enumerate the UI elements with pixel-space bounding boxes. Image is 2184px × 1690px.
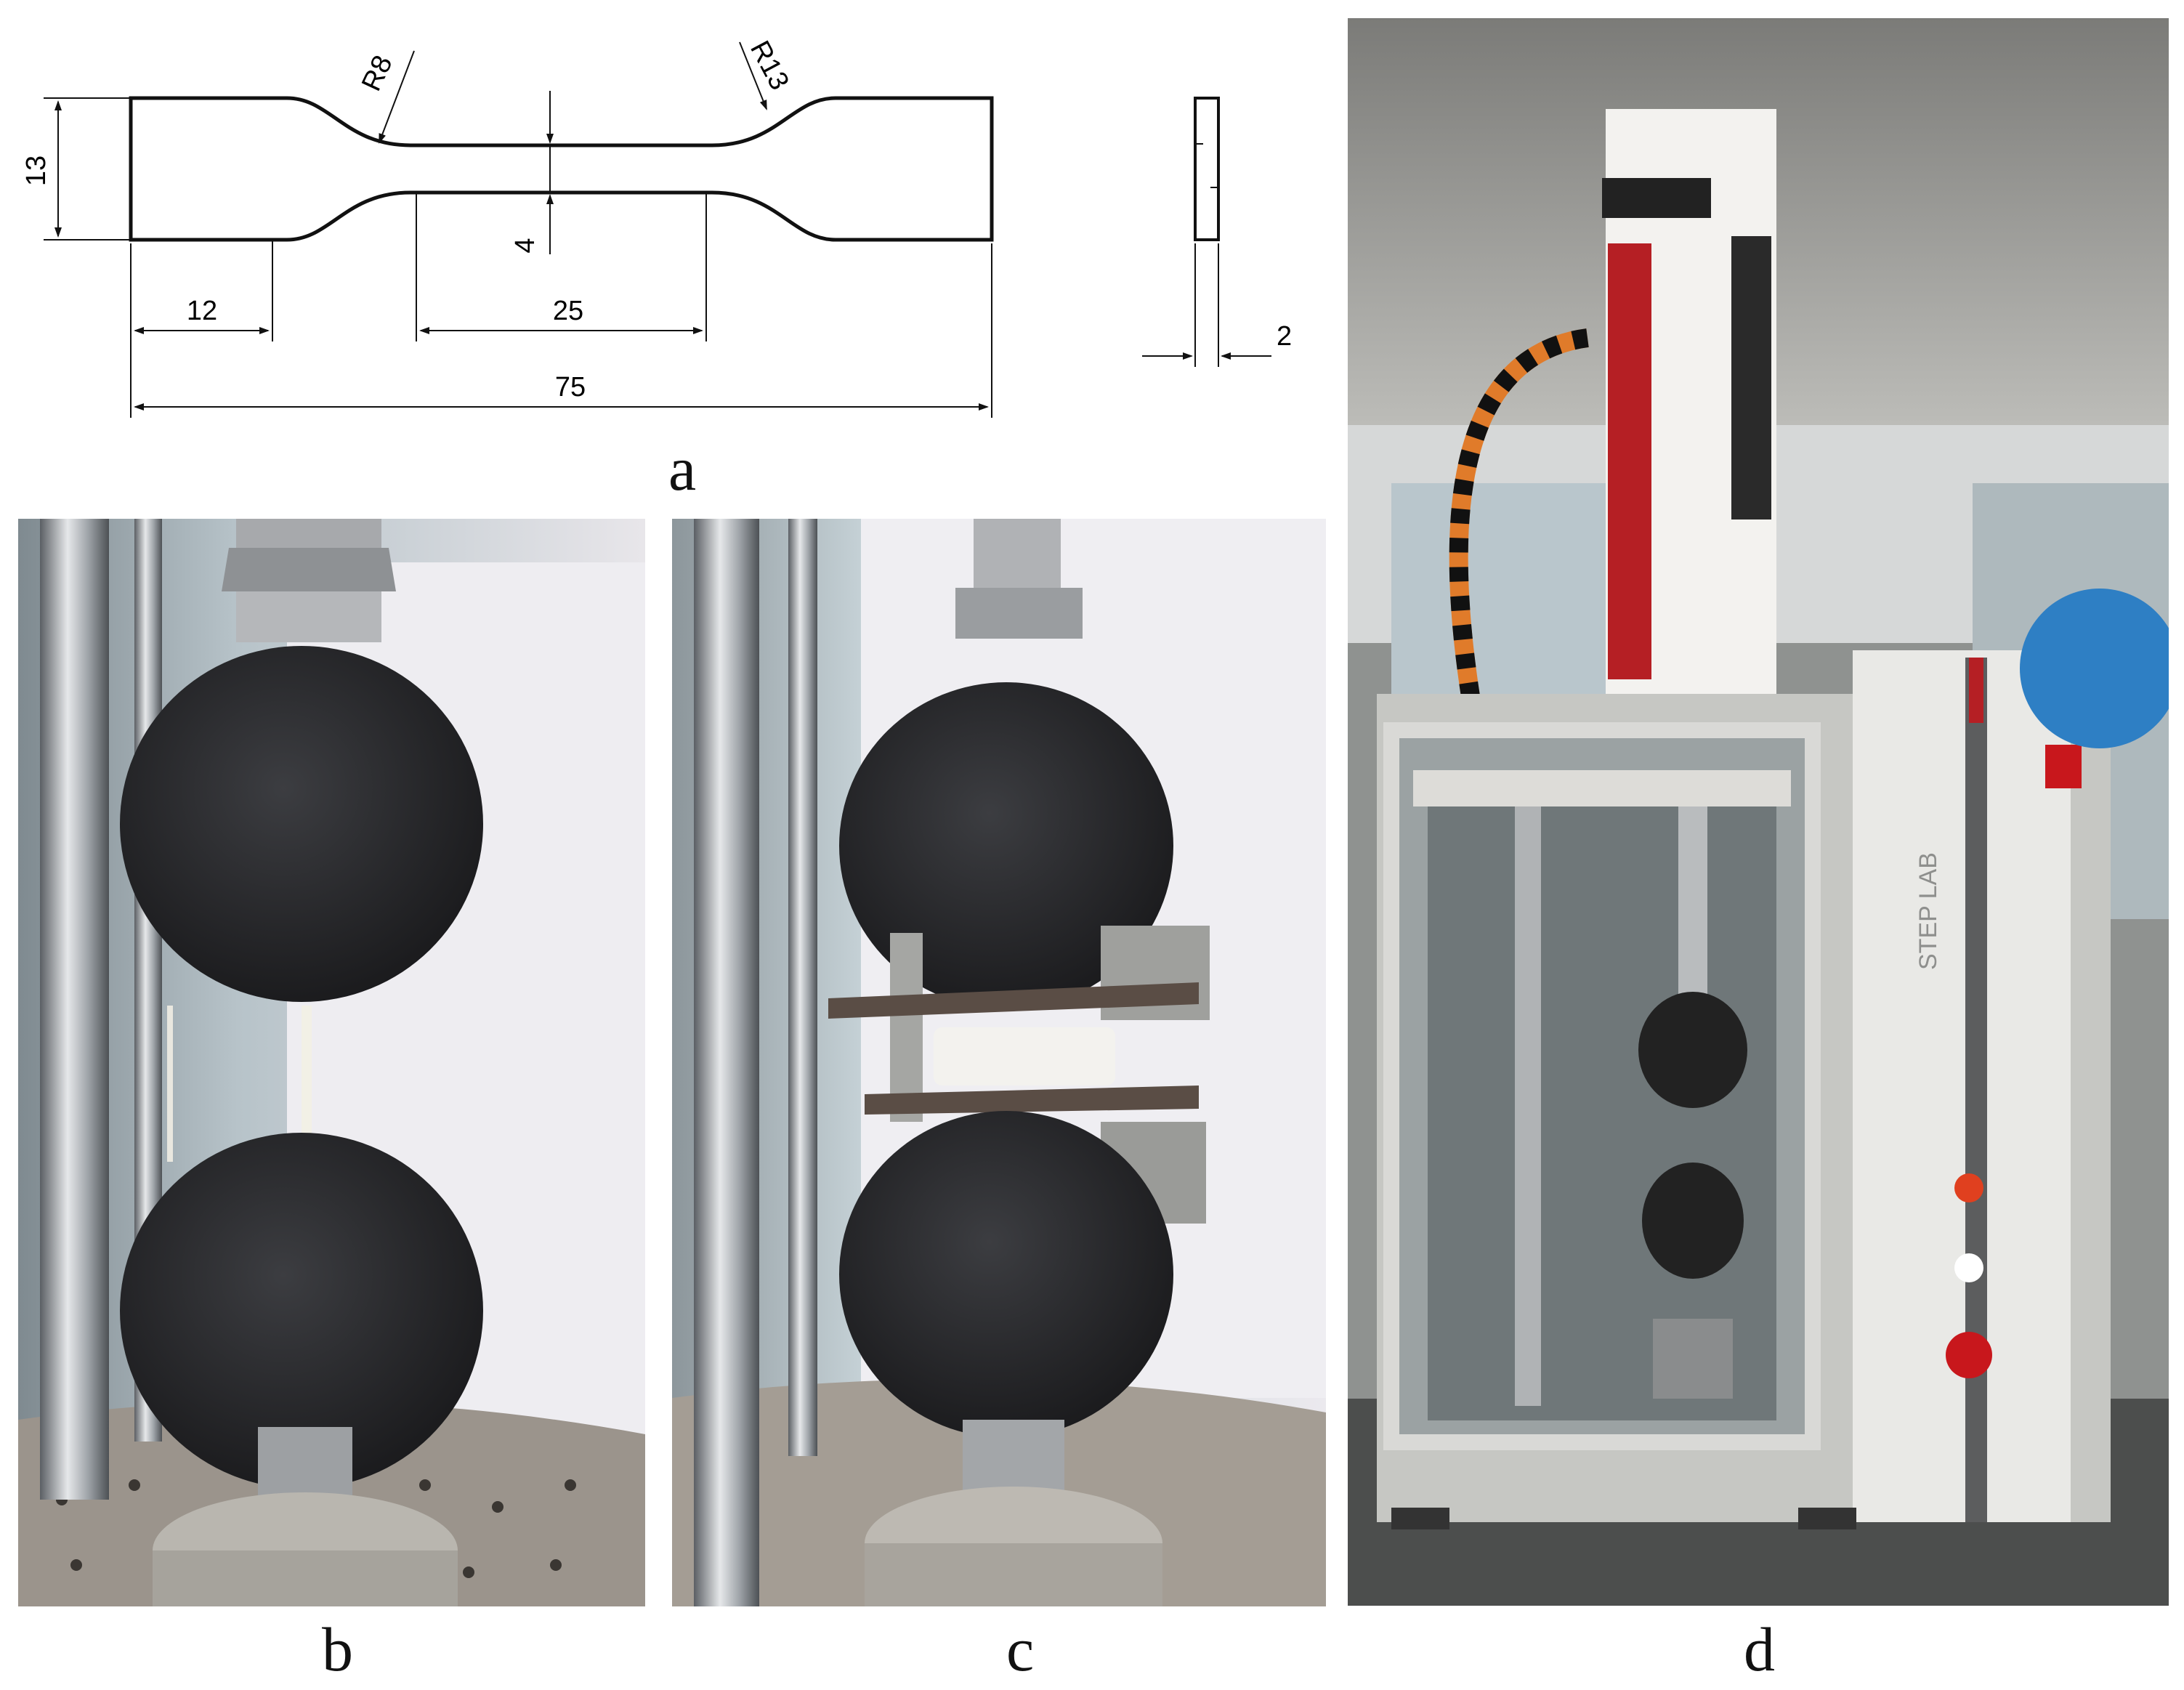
- machine-brand: STEP LAB: [1914, 852, 1942, 970]
- panel-d-label: d: [1744, 1614, 1775, 1684]
- panel-c-label: c: [1006, 1614, 1035, 1684]
- dim-gauge-label: 25: [553, 296, 583, 326]
- lower-grip: [839, 1111, 1173, 1438]
- upper-compression-plate: [828, 982, 1199, 1019]
- photo-testing-machine: STEP LAB: [1348, 18, 2169, 1606]
- panel-a-label: a: [668, 434, 697, 504]
- dim-height-label: 13: [21, 155, 52, 186]
- dogbone-outline: [129, 96, 994, 242]
- lower-compression-plate: [865, 1085, 1199, 1115]
- dim-radius-small-label: R8: [356, 51, 399, 96]
- specimen-sample: [934, 1027, 1115, 1085]
- control-button-orange: [1954, 1173, 1983, 1202]
- upper-grip: [839, 682, 1173, 1009]
- upper-grip: [1638, 992, 1747, 1108]
- dim-width-label: 4: [510, 238, 541, 253]
- blue-reel: [2020, 589, 2169, 748]
- dim-thickness-label: 2: [1277, 321, 1292, 352]
- panel-b-label: b: [322, 1614, 353, 1684]
- dim-total-label: 75: [555, 372, 586, 403]
- indicator-light: [1954, 1253, 1983, 1282]
- upper-grip: [120, 646, 483, 1002]
- emergency-stop-button: [1946, 1332, 1992, 1378]
- dim-grip-label: 12: [187, 296, 217, 326]
- lower-grip: [1642, 1163, 1744, 1279]
- lower-grip: [120, 1133, 483, 1489]
- specimen-drawing: 13 4 12 25 75 2 R8 R13: [21, 36, 1292, 418]
- dim-radius-large-label: R13: [744, 36, 795, 95]
- specimen-side-view: [1194, 97, 1220, 241]
- photo-compression-test: [672, 519, 1326, 1606]
- photo-tensile-test: [18, 519, 645, 1606]
